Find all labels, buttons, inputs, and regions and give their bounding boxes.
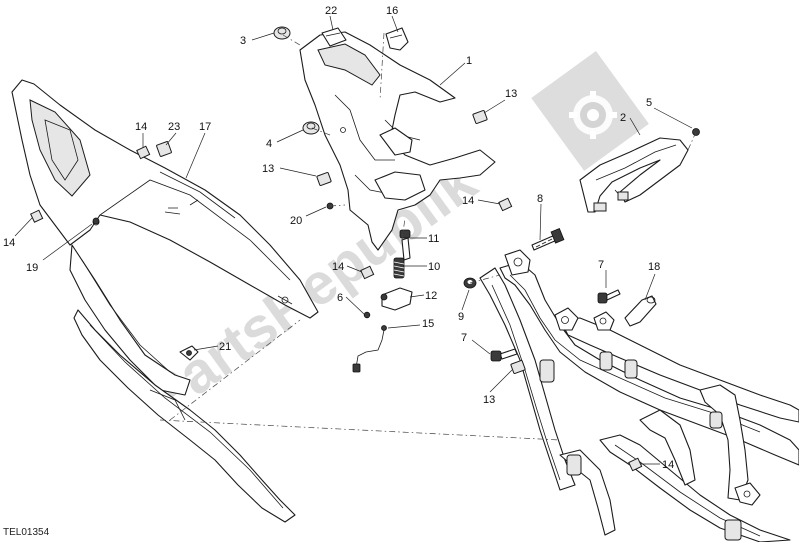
callout-12: 12 bbox=[425, 290, 437, 302]
callout-18: 18 bbox=[648, 261, 660, 273]
callout-7-lower: 7 bbox=[461, 332, 467, 344]
clip-14-c bbox=[498, 197, 513, 212]
callout-9: 9 bbox=[458, 311, 464, 323]
callout-10: 10 bbox=[428, 261, 440, 273]
callout-13-b: 13 bbox=[262, 163, 274, 175]
screw-6 bbox=[363, 311, 371, 319]
clip-16 bbox=[385, 27, 409, 51]
side-panel-17 bbox=[11, 79, 319, 396]
callout-22: 22 bbox=[325, 5, 337, 17]
tail-assembly-1 bbox=[299, 31, 496, 251]
callout-23: 23 bbox=[168, 121, 180, 133]
callout-14-b: 14 bbox=[3, 237, 15, 249]
callout-13-a: 13 bbox=[505, 88, 517, 100]
clip-14-b bbox=[30, 209, 44, 223]
callout-14-a: 14 bbox=[135, 121, 147, 133]
callout-14-d: 14 bbox=[332, 261, 344, 273]
bolt-7-lower bbox=[490, 348, 518, 362]
callout-17: 17 bbox=[199, 121, 211, 133]
assembly-lines bbox=[159, 32, 697, 441]
callout-5: 5 bbox=[646, 97, 652, 109]
callout-4: 4 bbox=[266, 138, 272, 150]
diagram-code: TEL01354 bbox=[3, 527, 50, 538]
cable-15 bbox=[352, 325, 387, 373]
fastener-21 bbox=[179, 345, 199, 361]
bolt-8 bbox=[531, 228, 565, 251]
rear-subframe bbox=[479, 249, 799, 542]
leader-lines bbox=[14, 15, 693, 465]
callout-7-upper: 7 bbox=[598, 259, 604, 271]
gear-logo bbox=[531, 51, 649, 171]
clip-14-a bbox=[136, 145, 151, 160]
clip-13-b bbox=[316, 172, 332, 186]
clip-14-d bbox=[360, 265, 375, 280]
callout-13-c: 13 bbox=[483, 394, 495, 406]
callout-14-e: 14 bbox=[662, 459, 674, 471]
callout-19: 19 bbox=[26, 262, 38, 274]
grab-handle-2 bbox=[579, 137, 689, 213]
grommet-3 bbox=[273, 26, 291, 40]
grommet-4 bbox=[302, 121, 320, 135]
lower-trim bbox=[73, 309, 296, 523]
spring-10 bbox=[393, 257, 405, 279]
screw-19 bbox=[92, 217, 100, 225]
bolt-7-upper bbox=[597, 289, 621, 304]
callout-21: 21 bbox=[219, 341, 231, 353]
callout-20: 20 bbox=[290, 215, 302, 227]
callout-8: 8 bbox=[537, 193, 543, 205]
callout-2: 2 bbox=[620, 112, 626, 124]
callout-11: 11 bbox=[428, 233, 439, 245]
callout-15: 15 bbox=[422, 318, 434, 330]
callout-labels: 1 2 3 4 5 6 7 7 8 9 10 11 12 13 13 13 14… bbox=[3, 5, 674, 471]
clip-13-c bbox=[510, 360, 526, 374]
clip-14-e bbox=[628, 457, 643, 472]
callout-16: 16 bbox=[386, 5, 398, 17]
clip-13-a bbox=[472, 110, 488, 124]
bracket-12 bbox=[380, 287, 413, 311]
callout-14-c: 14 bbox=[462, 195, 474, 207]
callout-6: 6 bbox=[337, 292, 343, 304]
part-23 bbox=[156, 141, 172, 157]
tube-18 bbox=[624, 295, 657, 327]
callout-3: 3 bbox=[240, 35, 246, 47]
callout-1: 1 bbox=[466, 55, 472, 67]
